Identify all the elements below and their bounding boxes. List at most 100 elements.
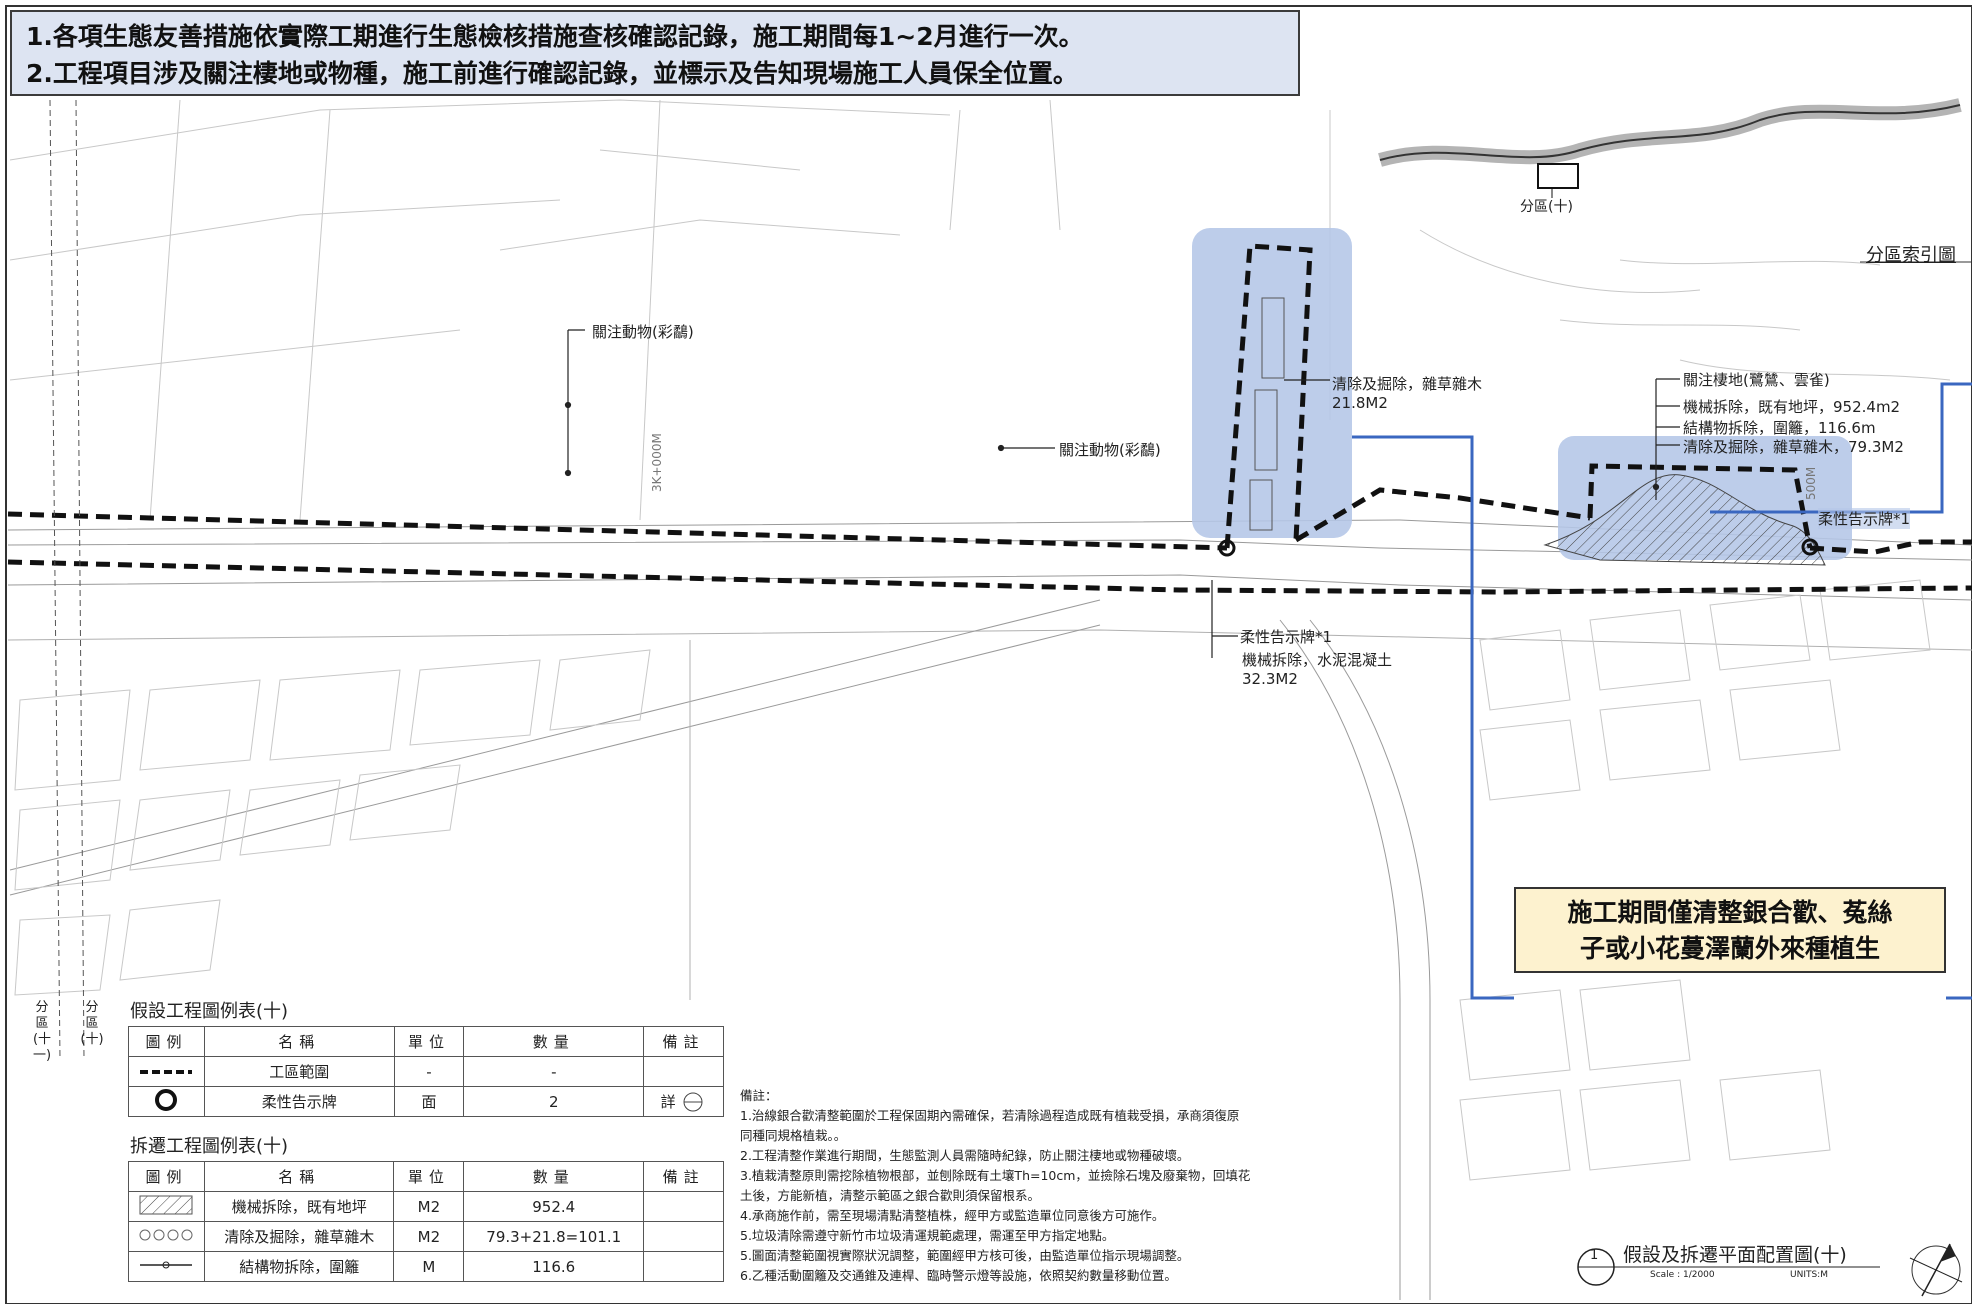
habitat-item-3: 清除及掘除，雜草雜木，79.3M2	[1683, 438, 1904, 456]
invasive-species-callout: 施工期間僅清整銀合歡、菟絲 子或小花蔓澤蘭外來種植生	[1514, 887, 1946, 973]
row-qty: 79.3+21.8=101.1	[463, 1221, 645, 1252]
row-name: 結構物拆除，圍籬	[203, 1251, 395, 1282]
clearing-label: 清除及掘除，雜草雜木	[1332, 375, 1483, 393]
clearing-quantity: 21.8M2	[1332, 394, 1388, 412]
work-area-boundary	[7, 243, 1972, 595]
remarks-title: 備註：	[740, 1088, 778, 1103]
legend-symbol-circle	[128, 1086, 205, 1117]
remark-line: 5.圖面清整範圍視實際狀況調整，範圍經甲方核可後，由監造單位指示現場調整。	[740, 1248, 1190, 1263]
annotation-leaders	[564, 329, 1680, 658]
existing-pavement-hatch	[1543, 474, 1826, 566]
col-header: 備註	[643, 1026, 724, 1057]
row-qty: 116.6	[463, 1251, 645, 1282]
remark-line: 同種同規格植栽。。	[740, 1128, 847, 1143]
demolition-legend-table: 圖例 名稱 單位 數量 備註 機械拆除，既有地坪 M2 952.4 清除及掘除，…	[128, 1161, 724, 1282]
drawing-number: 1	[1590, 1248, 1599, 1263]
row-note: 詳	[643, 1086, 724, 1117]
row-note	[643, 1191, 724, 1222]
station-label-2: 500M	[1804, 466, 1818, 500]
row-note	[643, 1251, 724, 1282]
zone-label-10: 分區(十)	[80, 1000, 104, 1047]
key-map-inset	[1378, 98, 1972, 263]
row-unit: 面	[393, 1086, 465, 1117]
north-arrow-icon	[1909, 1243, 1963, 1297]
table-row: 柔性告示牌 面 2 詳	[128, 1086, 724, 1117]
temp-works-table-title: 假設工程圖例表(十)	[130, 1001, 289, 1022]
row-note-text: 詳	[660, 1092, 676, 1111]
table-header-row: 圖例 名稱 單位 數量 備註	[128, 1161, 724, 1192]
callout-line-1: 施工期間僅清整銀合歡、菟絲	[1567, 898, 1893, 927]
temp-works-legend-table: 圖例 名稱 單位 數量 備註 工區範圍 - - 柔性告示牌 面 2 詳	[128, 1026, 724, 1117]
header-note-1: 1.各項生態友善措施依實際工期進行生態檢核措施查核確認記錄，施工期間每1~2月進…	[26, 22, 1084, 51]
header-note-2: 2.工程項目涉及關注棲地或物種，施工前進行確認記錄，並標示及告知現場施工人員保全…	[26, 59, 1078, 88]
legend-symbol-dashed	[128, 1056, 205, 1087]
remark-line: 4.承商施作前，需至現場清點清整植株，經甲方或監造單位同意後方可施作。	[740, 1208, 1165, 1223]
remark-line: 5.垃圾清除需遵守新竹市垃圾清運規範處理，需運至甲方指定地點。	[740, 1228, 1115, 1243]
habitat-item-2: 結構物拆除，圍籬，116.6m	[1683, 419, 1876, 437]
row-qty: 2	[463, 1086, 645, 1117]
legend-symbol-circles	[128, 1221, 205, 1252]
row-unit: -	[393, 1056, 465, 1087]
remark-line: 6.乙種活動圍籬及交通錐及連桿、臨時警示燈等設施，依照契約數量移動位置。	[740, 1268, 1177, 1283]
col-header: 名稱	[203, 1026, 395, 1057]
legend-symbol-hatch	[128, 1191, 205, 1222]
table-row: 機械拆除，既有地坪 M2 952.4	[128, 1191, 724, 1222]
row-unit: M	[393, 1251, 465, 1282]
drawing-scale: Scale : 1/2000	[1650, 1270, 1715, 1280]
row-name: 機械拆除，既有地坪	[203, 1191, 395, 1222]
concern-animal-label-1: 關注動物(彩鷸)	[592, 323, 694, 341]
remark-line: 土後，方能新植，清整示範區之銀合歡則須保留根系。	[740, 1188, 1041, 1203]
table-row: 結構物拆除，圍籬 M 116.6	[128, 1251, 724, 1282]
remarks-block: 備註： 1.治線銀合歡清整範圍於工程保固期內需確保，若清除過程造成既有植栽受損，…	[740, 1086, 1350, 1286]
remark-line: 3.植栽清整原則需挖除植物根部，並刨除既有土壤Th=10cm，並撿除石塊及廢棄物…	[740, 1168, 1251, 1183]
remark-line: 2.工程清整作業進行期間，生態監測人員需隨時紀錄，防止關注棲地或物種破壞。	[740, 1148, 1190, 1163]
zone-boundary-lines	[49, 99, 85, 1061]
col-header: 備註	[643, 1161, 724, 1192]
row-qty: -	[463, 1056, 645, 1087]
detail-ref-icon	[683, 1092, 703, 1112]
col-header: 圖例	[128, 1161, 205, 1192]
drawing-number-symbol	[1577, 1248, 1880, 1286]
row-name: 柔性告示牌	[203, 1086, 395, 1117]
concrete-demolition-quantity: 32.3M2	[1242, 670, 1298, 688]
concrete-demolition-label: 機械拆除，水泥混凝土	[1242, 651, 1393, 669]
concern-animal-label-2: 關注動物(彩鷸)	[1059, 441, 1161, 459]
flexible-sign-label-2: 柔性告示牌*1	[1818, 508, 1911, 529]
row-unit: M2	[393, 1191, 465, 1222]
col-header: 數量	[463, 1026, 645, 1057]
clearing-area-detail	[1249, 297, 1285, 531]
drawing-title: 假設及拆遷平面配置圖(十)	[1623, 1244, 1847, 1266]
table-header-row: 圖例 名稱 單位 數量 備註	[128, 1026, 724, 1057]
col-header: 單位	[393, 1161, 465, 1192]
row-unit: M2	[393, 1221, 465, 1252]
legend-symbol-fence	[128, 1251, 205, 1282]
demolition-table-title: 拆遷工程圖例表(十)	[130, 1136, 289, 1157]
col-header: 圖例	[128, 1026, 205, 1057]
key-map-zone-label: 分區(十)	[1520, 199, 1573, 215]
clearing-area-highlight	[1192, 228, 1352, 538]
col-header: 單位	[393, 1026, 465, 1057]
col-header: 名稱	[203, 1161, 395, 1192]
row-qty: 952.4	[463, 1191, 645, 1222]
row-note	[643, 1221, 724, 1252]
habitat-item-1: 機械拆除，既有地坪，952.4m2	[1683, 398, 1901, 416]
key-map-zone-marker	[1537, 163, 1579, 189]
zone-label-11: 分區(十一)	[32, 1000, 52, 1063]
remark-line: 1.治線銀合歡清整範圍於工程保固期內需確保，若清除過程造成既有植栽受損，承商須復…	[740, 1108, 1240, 1123]
row-note	[643, 1056, 724, 1087]
habitat-title: 關注棲地(鷺鷥、雲雀)	[1683, 371, 1830, 389]
flexible-sign-marker	[1801, 538, 1819, 556]
table-row: 工區範圍 - -	[128, 1056, 724, 1087]
callout-line-2: 子或小花蔓澤蘭外來種植生	[1579, 934, 1880, 963]
row-name: 工區範圍	[203, 1056, 395, 1087]
drawing-units: UNITS:M	[1790, 1270, 1828, 1280]
station-label: 3K+000M	[650, 433, 664, 492]
key-map-title: 分區索引圖	[1866, 245, 1956, 266]
flexible-sign-label-1: 柔性告示牌*1	[1240, 628, 1333, 646]
flexible-sign-marker	[1218, 539, 1236, 557]
col-header: 數量	[463, 1161, 645, 1192]
row-name: 清除及掘除，雜草雜木	[203, 1221, 395, 1252]
table-row: 清除及掘除，雜草雜木 M2 79.3+21.8=101.1	[128, 1221, 724, 1252]
header-notes-box: 1.各項生態友善措施依實際工期進行生態檢核措施查核確認記錄，施工期間每1~2月進…	[10, 10, 1300, 96]
